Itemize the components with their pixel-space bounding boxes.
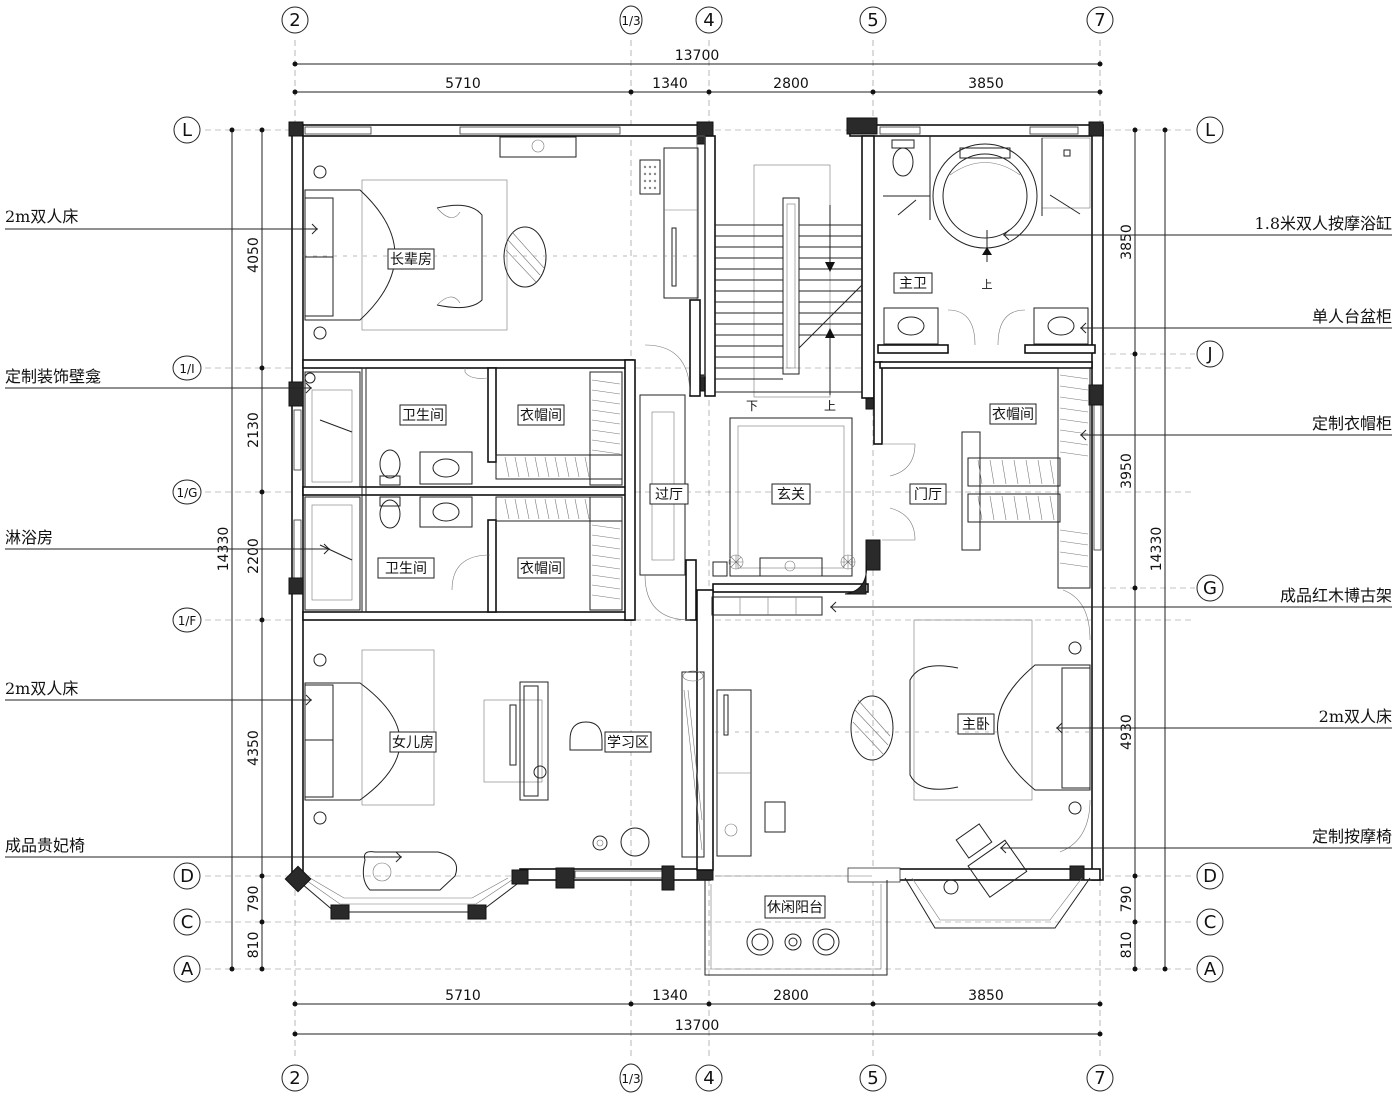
grid-right-label: L bbox=[1205, 120, 1215, 141]
elder-room: 长辈房 bbox=[303, 136, 700, 340]
dim-bottom: 3850 bbox=[968, 988, 1004, 1004]
room-label-bath-1: 卫生间 bbox=[402, 408, 444, 424]
room-label-hallway: 过厅 bbox=[655, 487, 683, 503]
room-label-bath-2: 卫生间 bbox=[385, 561, 427, 577]
grid-bubbles-right: L J G D C A bbox=[1196, 116, 1224, 983]
axis-grid-lines bbox=[205, 40, 1195, 1060]
callout-right: 定制按摩椅 bbox=[1312, 827, 1392, 846]
grid-top-label: 7 bbox=[1094, 10, 1105, 31]
room-label-study-area: 学习区 bbox=[607, 735, 649, 751]
room-label-master-bath: 主卫 bbox=[899, 276, 927, 292]
hallway: 过厅 bbox=[639, 344, 691, 621]
callouts-right: 1.8米双人按摩浴缸 单人台盆柜 定制衣帽柜 成品红木博古架 2m双人床 定制按… bbox=[830, 214, 1392, 854]
grid-right-label: J bbox=[1206, 344, 1212, 365]
grid-left-label: A bbox=[181, 959, 194, 980]
grid-bottom-label: 7 bbox=[1094, 1068, 1105, 1089]
grid-bubbles-left: L 1/I 1/G 1/F D C A bbox=[172, 116, 202, 983]
dim-right: 3850 bbox=[1119, 224, 1135, 260]
room-label-foyer: 玄关 bbox=[777, 486, 805, 503]
bay-window-left bbox=[284, 865, 529, 920]
bay-window-right bbox=[847, 867, 1091, 929]
dim-right-total: 14330 bbox=[1149, 527, 1165, 572]
room-label-balcony: 休闲阳台 bbox=[767, 900, 823, 916]
room-label-closet-2: 衣帽间 bbox=[520, 561, 562, 577]
grid-right-label: D bbox=[1203, 866, 1217, 887]
dim-bottom: 5710 bbox=[445, 988, 481, 1004]
callout-right: 单人台盆柜 bbox=[1312, 307, 1392, 326]
room-label-closet-1: 衣帽间 bbox=[520, 408, 562, 424]
grid-right-label: C bbox=[1204, 912, 1217, 933]
callout-left: 2m双人床 bbox=[5, 207, 78, 226]
callout-right: 成品红木博古架 bbox=[1280, 586, 1392, 605]
grid-bottom-label: 1/3 bbox=[621, 1072, 640, 1086]
grid-left-label: C bbox=[181, 912, 194, 933]
dim-right: 4930 bbox=[1119, 714, 1135, 750]
grid-left-label: 1/G bbox=[177, 486, 198, 500]
master-bedroom: 主卧 bbox=[711, 589, 1092, 898]
dim-left: 810 bbox=[246, 932, 262, 959]
dim-left: 790 bbox=[246, 886, 262, 913]
grid-bubbles-bottom: 2 1/3 4 5 7 bbox=[281, 1063, 1114, 1093]
balcony: 休闲阳台 bbox=[704, 875, 888, 976]
grid-bubbles-top: 2 1/3 4 5 7 bbox=[281, 5, 1114, 35]
stair-down-label: 下 bbox=[746, 399, 758, 413]
dim-right: 810 bbox=[1119, 932, 1135, 959]
master-closet: 衣帽间 门厅 bbox=[882, 367, 1091, 589]
room-label-elder-room: 长辈房 bbox=[390, 252, 432, 268]
dim-top: 1340 bbox=[652, 76, 688, 92]
grid-top-label: 1/3 bbox=[621, 14, 640, 28]
dim-left: 2200 bbox=[246, 538, 262, 574]
grid-bottom-label: 4 bbox=[703, 1068, 714, 1089]
grid-left-label: 1/F bbox=[178, 614, 197, 628]
callout-left: 2m双人床 bbox=[5, 679, 78, 698]
callouts-left: 2m双人床 定制装饰壁龛 淋浴房 2m双人床 成品贵妃椅 bbox=[5, 207, 402, 863]
grid-left-label: 1/I bbox=[179, 362, 194, 376]
room-label-daughter-room: 女儿房 bbox=[392, 734, 434, 751]
stair-up-label: 上 bbox=[824, 399, 836, 413]
dim-right: 3950 bbox=[1119, 453, 1135, 489]
dim-left: 2130 bbox=[246, 412, 262, 448]
room-label-entry-hall: 门厅 bbox=[914, 487, 942, 503]
callout-left: 定制装饰壁龛 bbox=[5, 367, 101, 386]
grid-top-label: 4 bbox=[703, 10, 714, 31]
foyer: 玄关 bbox=[712, 417, 856, 577]
dimension-lines-top: 13700 5710 1340 2800 3850 bbox=[292, 48, 1103, 95]
tub-step-label: 上 bbox=[982, 278, 993, 291]
bath-closet-1: 卫生间 衣帽间 bbox=[304, 368, 623, 488]
callout-right: 1.8米双人按摩浴缸 bbox=[1255, 214, 1392, 233]
dim-top: 2800 bbox=[773, 76, 809, 92]
staircase: 下 上 bbox=[715, 164, 863, 413]
exterior-walls bbox=[288, 117, 1104, 891]
callout-right: 定制衣帽柜 bbox=[1312, 414, 1392, 433]
grid-right-label: A bbox=[1204, 959, 1217, 980]
grid-right-label: G bbox=[1203, 578, 1217, 599]
grid-top-label: 2 bbox=[289, 10, 300, 31]
dim-bottom: 2800 bbox=[773, 988, 809, 1004]
callout-right: 2m双人床 bbox=[1319, 707, 1392, 726]
dim-top: 3850 bbox=[968, 76, 1004, 92]
master-bath: 上 主卫 bbox=[883, 136, 1091, 346]
dim-top-total: 13700 bbox=[675, 48, 720, 64]
bath-closet-2: 卫生间 衣帽间 bbox=[304, 496, 623, 611]
room-label-master-bedroom: 主卧 bbox=[962, 717, 990, 733]
grid-bottom-label: 2 bbox=[289, 1068, 300, 1089]
dimension-lines-right: 3850 3950 4930 790 810 14330 bbox=[1119, 127, 1168, 972]
callout-left: 成品贵妃椅 bbox=[5, 836, 85, 855]
dim-left: 4050 bbox=[246, 237, 262, 273]
dim-left: 4350 bbox=[246, 730, 262, 766]
interior-walls bbox=[302, 135, 1096, 871]
grid-left-label: D bbox=[180, 866, 194, 887]
dim-right: 790 bbox=[1119, 886, 1135, 913]
dim-bottom-total: 13700 bbox=[675, 1018, 720, 1034]
grid-top-label: 5 bbox=[867, 10, 878, 31]
dim-bottom: 1340 bbox=[652, 988, 688, 1004]
callout-left: 淋浴房 bbox=[5, 528, 53, 547]
grid-left-label: L bbox=[182, 120, 192, 141]
daughter-room: 女儿房 学习区 bbox=[304, 649, 705, 891]
room-label-master-closet: 衣帽间 bbox=[992, 407, 1034, 423]
dimension-lines-bottom: 5710 1340 2800 3850 13700 bbox=[292, 988, 1103, 1037]
dim-top: 5710 bbox=[445, 76, 481, 92]
grid-bottom-label: 5 bbox=[867, 1068, 878, 1089]
